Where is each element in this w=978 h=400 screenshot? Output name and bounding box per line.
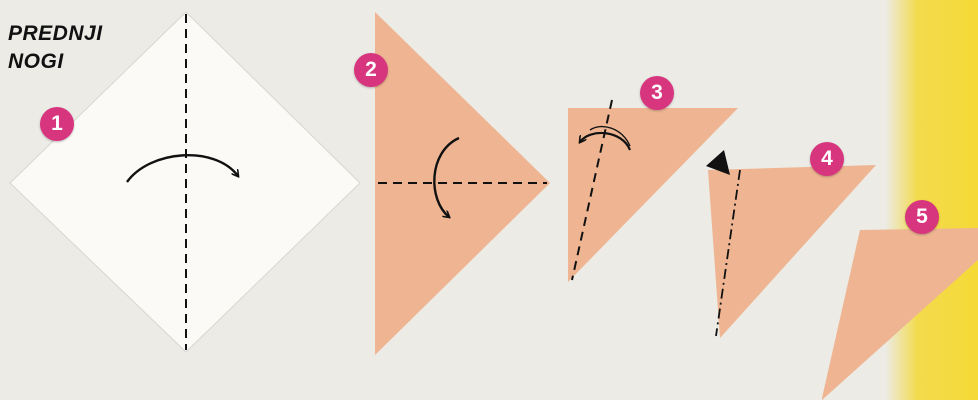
fold-arrow-icon [580, 131, 632, 151]
step-4-badge: 4 [810, 142, 844, 176]
title-line-2: NOGI [8, 50, 64, 73]
step-5-badge: 5 [905, 200, 939, 234]
fold-arrow-icon [589, 125, 631, 147]
step-5-diagram [822, 228, 978, 400]
push-triangle-icon [706, 150, 730, 175]
orange-triangle [375, 12, 550, 355]
page-title: PREDNJI NOGI [8, 20, 103, 76]
step-1-badge: 1 [40, 107, 74, 141]
orange-shape [708, 165, 876, 338]
title-line-1: PREDNJI [8, 22, 103, 45]
orange-triangle [568, 108, 738, 282]
yellow-stripe [885, 0, 978, 400]
step-2-diagram [375, 12, 550, 355]
orange-shape [822, 228, 978, 400]
fold-arrow-icon [433, 136, 460, 217]
valley-fold-dashed-line [571, 99, 613, 281]
step-3-badge: 3 [640, 76, 674, 110]
step-3-diagram [568, 99, 738, 282]
mountain-fold-dash-dot-line [715, 169, 741, 337]
fold-arrow-icon [126, 154, 238, 183]
step-2-badge: 2 [354, 53, 388, 87]
step-4-diagram [706, 150, 876, 338]
